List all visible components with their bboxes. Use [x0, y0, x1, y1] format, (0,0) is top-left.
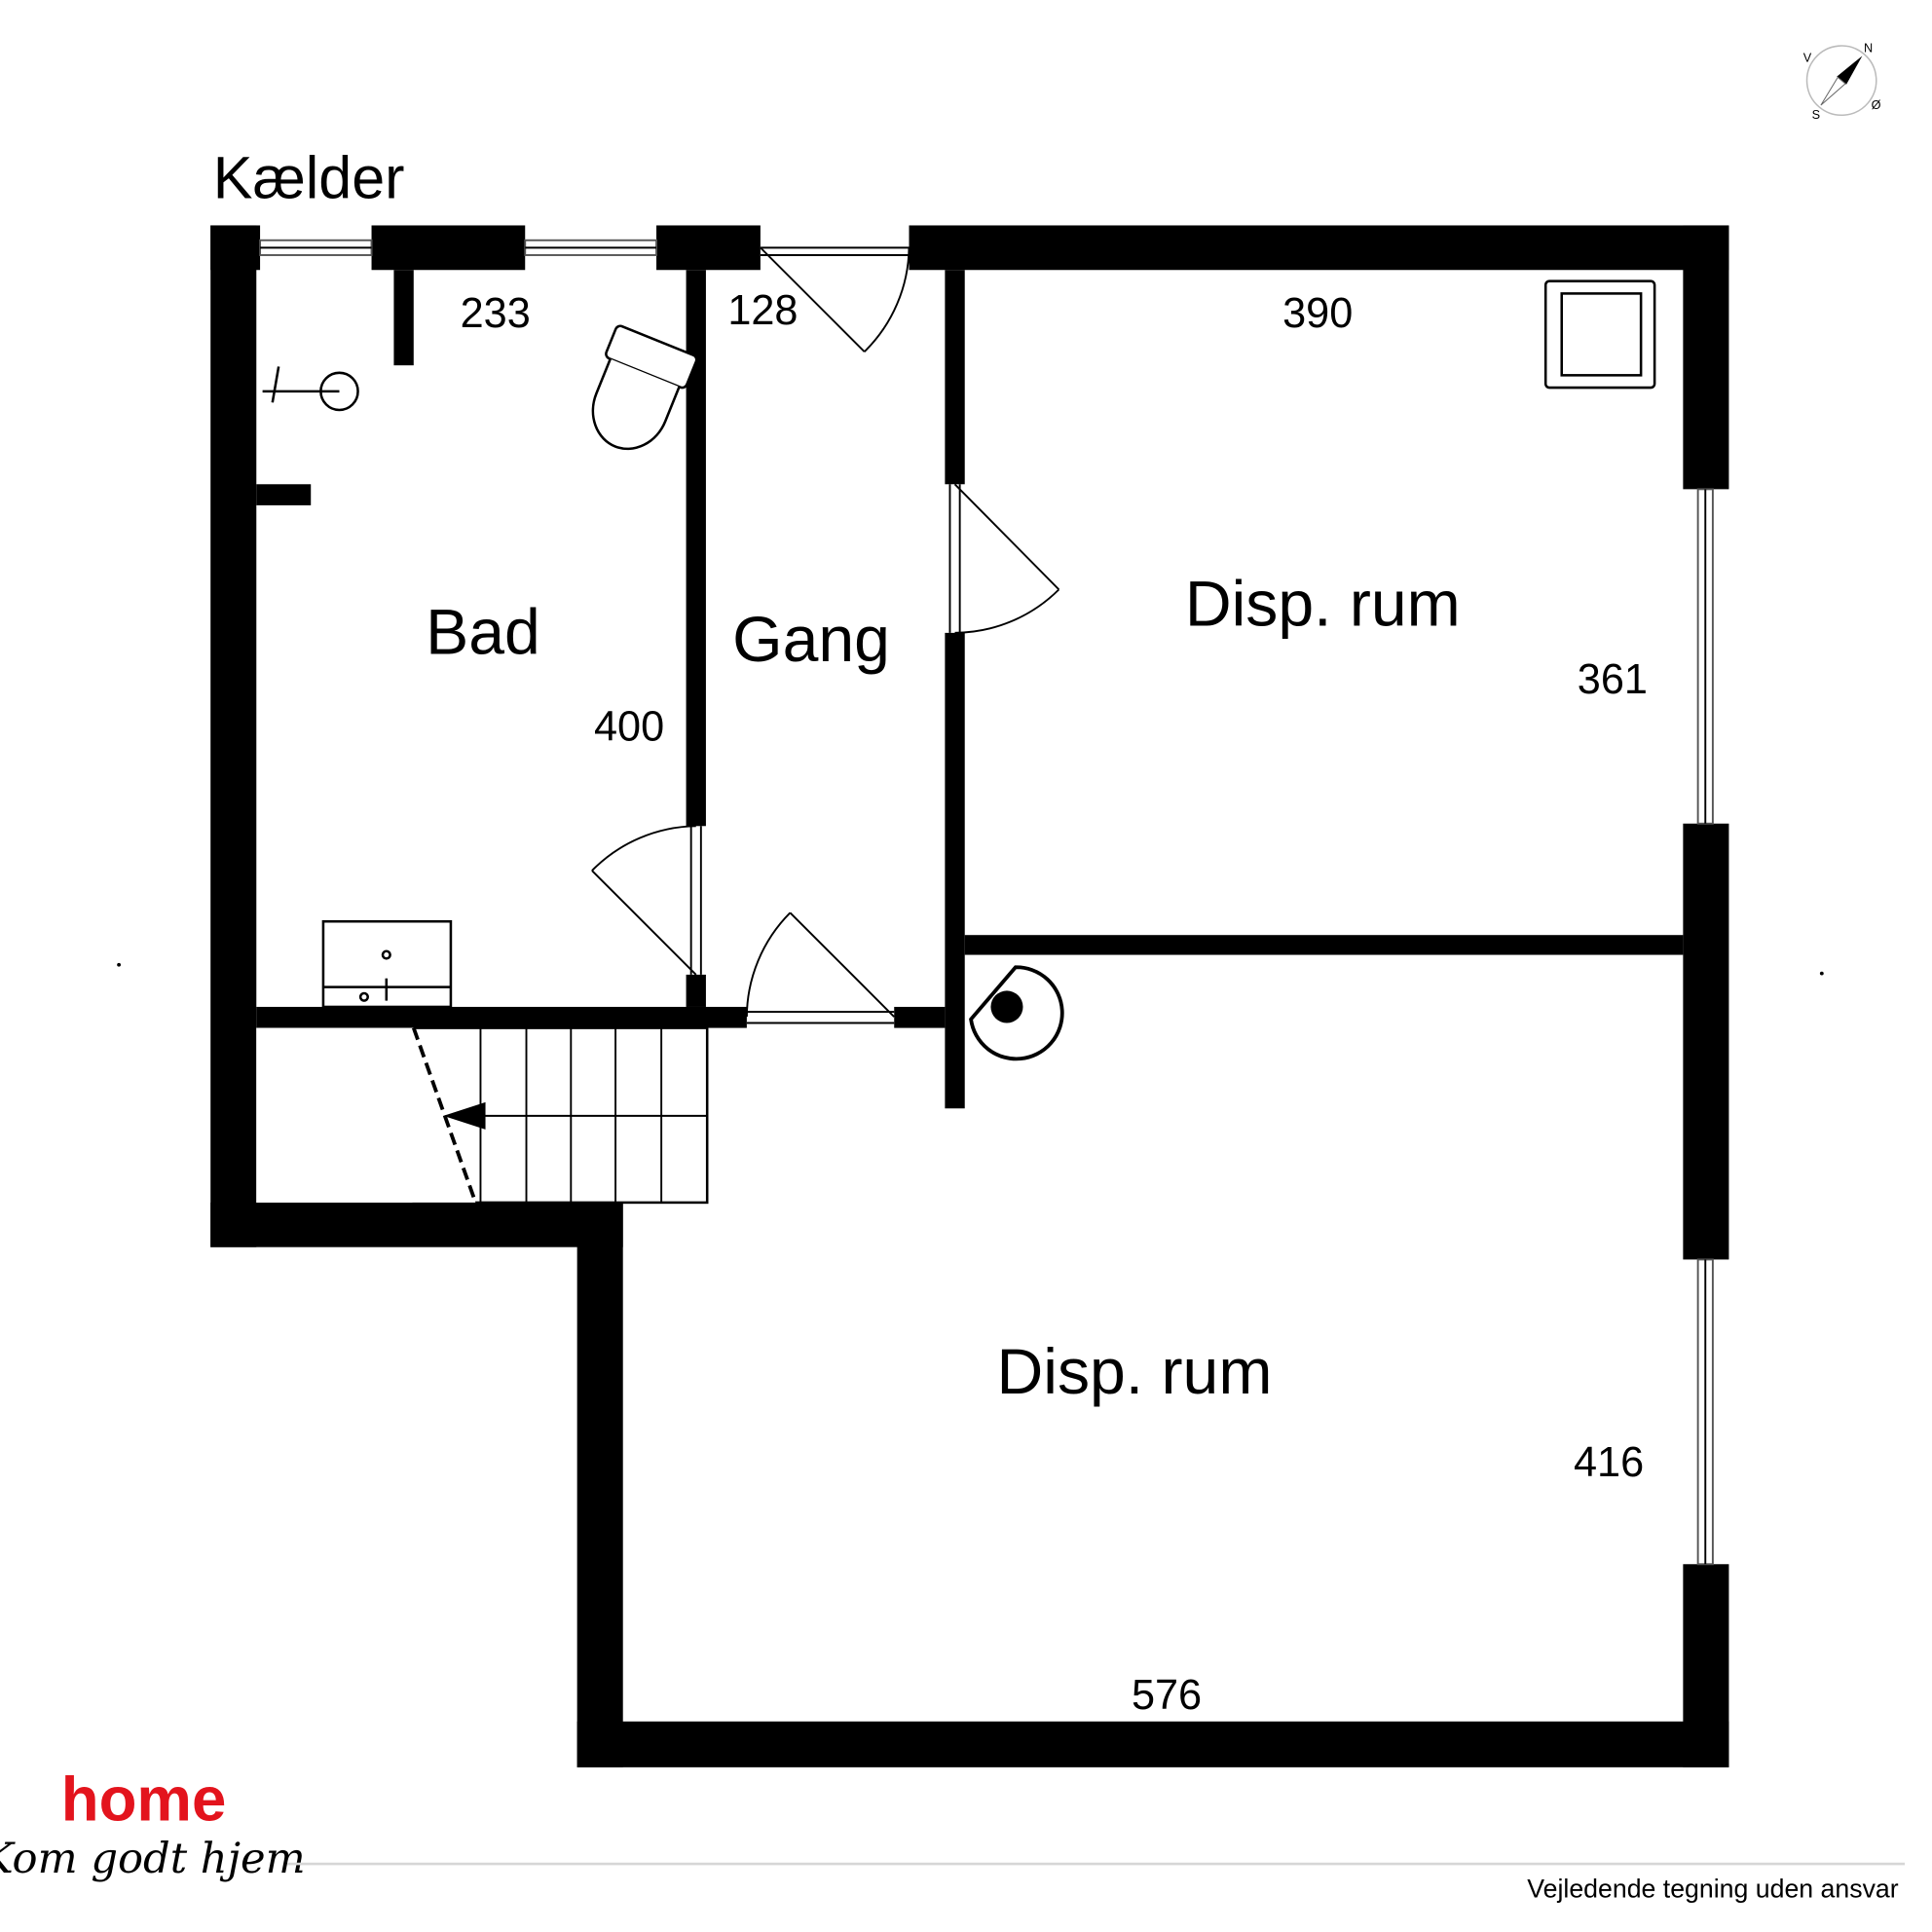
sink-icon — [321, 919, 453, 1009]
dim-bad-length: 400 — [594, 704, 664, 751]
room-label-gang: Gang — [732, 604, 890, 676]
logo-tagline: Kom godt hjem — [0, 1835, 306, 1883]
shower-icon — [262, 366, 359, 412]
windows — [259, 239, 1714, 1566]
dim-disp1-length: 361 — [1578, 656, 1648, 703]
dim-disp2-length: 416 — [1574, 1439, 1644, 1486]
walls — [210, 225, 1729, 1767]
doors — [591, 246, 1060, 1024]
boiler-icon — [1543, 279, 1656, 390]
dim-gang-width: 128 — [727, 287, 798, 334]
dim-bad-width: 233 — [461, 290, 531, 337]
room-label-disp-2: Disp. rum — [997, 1336, 1273, 1408]
stair-arrow-icon — [443, 1101, 486, 1130]
toilet-icon — [591, 324, 698, 451]
compass-icon — [1805, 45, 1877, 117]
stairs — [256, 1026, 709, 1205]
room-label-disp-1: Disp. rum — [1185, 568, 1461, 640]
logo-brand: home — [61, 1765, 227, 1835]
compass-w: V — [1803, 51, 1812, 65]
floor-title: Kælder — [213, 144, 405, 210]
room-label-bad: Bad — [426, 597, 540, 669]
stove-icon — [969, 965, 1064, 1061]
dim-disp2-width: 576 — [1132, 1672, 1202, 1719]
compass-n: N — [1864, 40, 1873, 55]
compass-e: Ø — [1872, 97, 1881, 112]
compass-s: S — [1812, 107, 1820, 122]
disclaimer: Vejledende tegning uden ansvar — [1527, 1874, 1898, 1903]
dim-disp1-width: 390 — [1282, 290, 1353, 337]
